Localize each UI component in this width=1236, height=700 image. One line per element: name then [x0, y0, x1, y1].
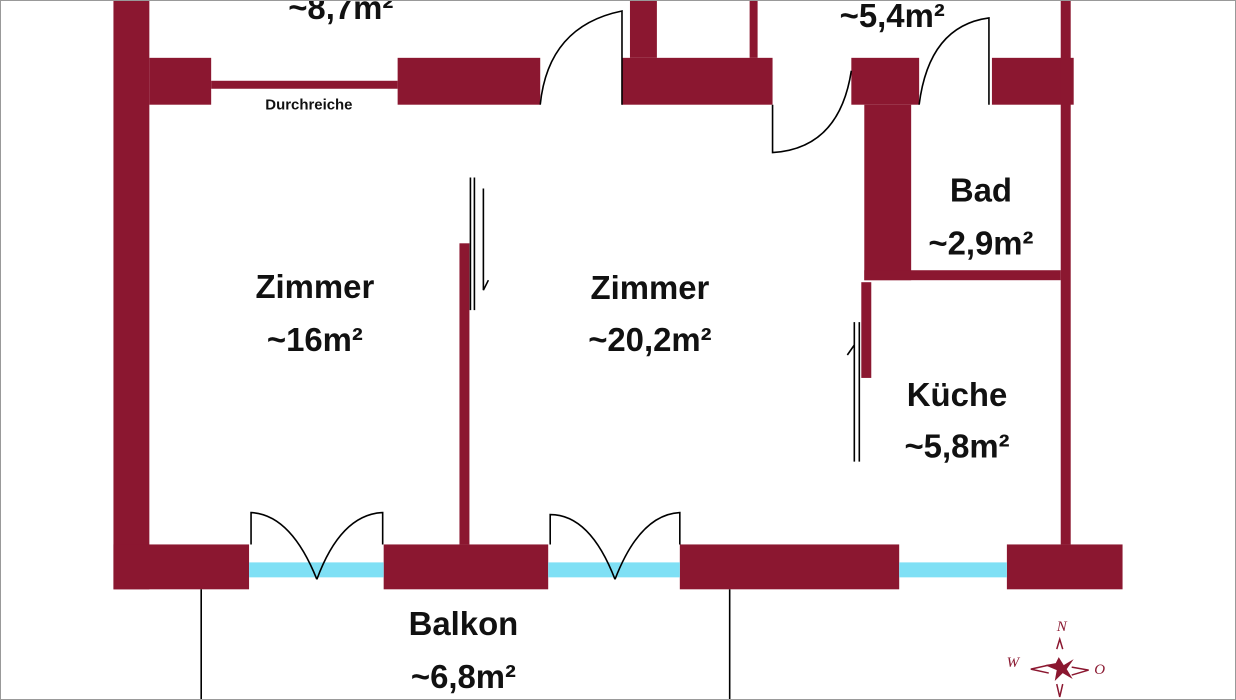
walls [113, 1, 1123, 590]
compass-o: O [1094, 662, 1105, 678]
room-area: ~8,7m² [288, 0, 393, 26]
room-labels: ~8,7m² ~5,4m² Bad ~2,9m² Zimmer ~16m² Zi… [255, 0, 1033, 695]
pass-through-label: Durchreiche [265, 97, 352, 114]
compass-icon: N W O [1007, 619, 1105, 698]
room-name: Bad [950, 171, 1012, 208]
compass-n: N [1056, 619, 1068, 635]
room-name: Balkon [409, 605, 519, 642]
compass-w: W [1007, 655, 1021, 671]
room-area: ~5,8m² [904, 428, 1009, 465]
room-area: ~16m² [267, 321, 363, 358]
room-name: Zimmer [255, 268, 374, 305]
room-name: Küche [907, 376, 1008, 413]
room-area: ~2,9m² [928, 224, 1033, 261]
room-area: ~5,4m² [840, 0, 945, 34]
room-area: ~20,2m² [588, 321, 711, 358]
room-area: ~6,8m² [411, 658, 516, 695]
room-name: Zimmer [591, 269, 710, 306]
doors [200, 9, 990, 699]
windows [249, 562, 1007, 578]
